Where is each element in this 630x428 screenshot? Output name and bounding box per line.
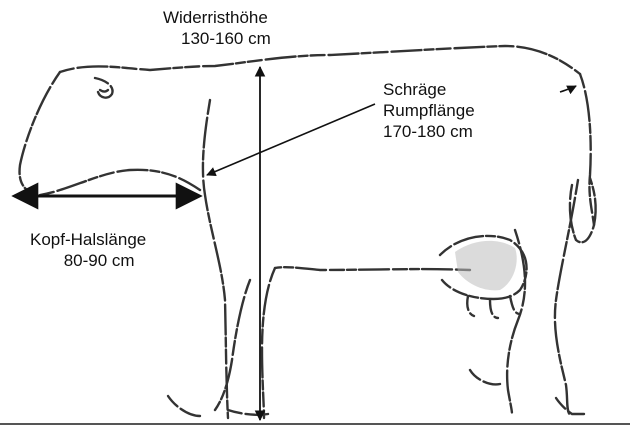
wither-height-range: 130-160 cm [160, 28, 271, 49]
trunk-length-title-1: Schräge [383, 79, 475, 100]
head-neck-label: Kopf-Halslänge 80-90 cm [30, 229, 146, 271]
trunk-length-label: Schräge Rumpflänge 170-180 cm [383, 79, 475, 142]
rump-arrow [560, 86, 576, 92]
trunk-length-arrow [207, 104, 375, 175]
head-neck-title: Kopf-Halslänge [30, 229, 146, 250]
trunk-length-title-2: Rumpflänge [383, 100, 475, 121]
udder-shading [455, 241, 517, 290]
wither-height-label: Widerristhöhe 130-160 cm [160, 7, 271, 49]
head-neck-range: 80-90 cm [30, 250, 146, 271]
wither-height-title: Widerristhöhe [160, 7, 271, 28]
trunk-length-range: 170-180 cm [383, 121, 475, 142]
